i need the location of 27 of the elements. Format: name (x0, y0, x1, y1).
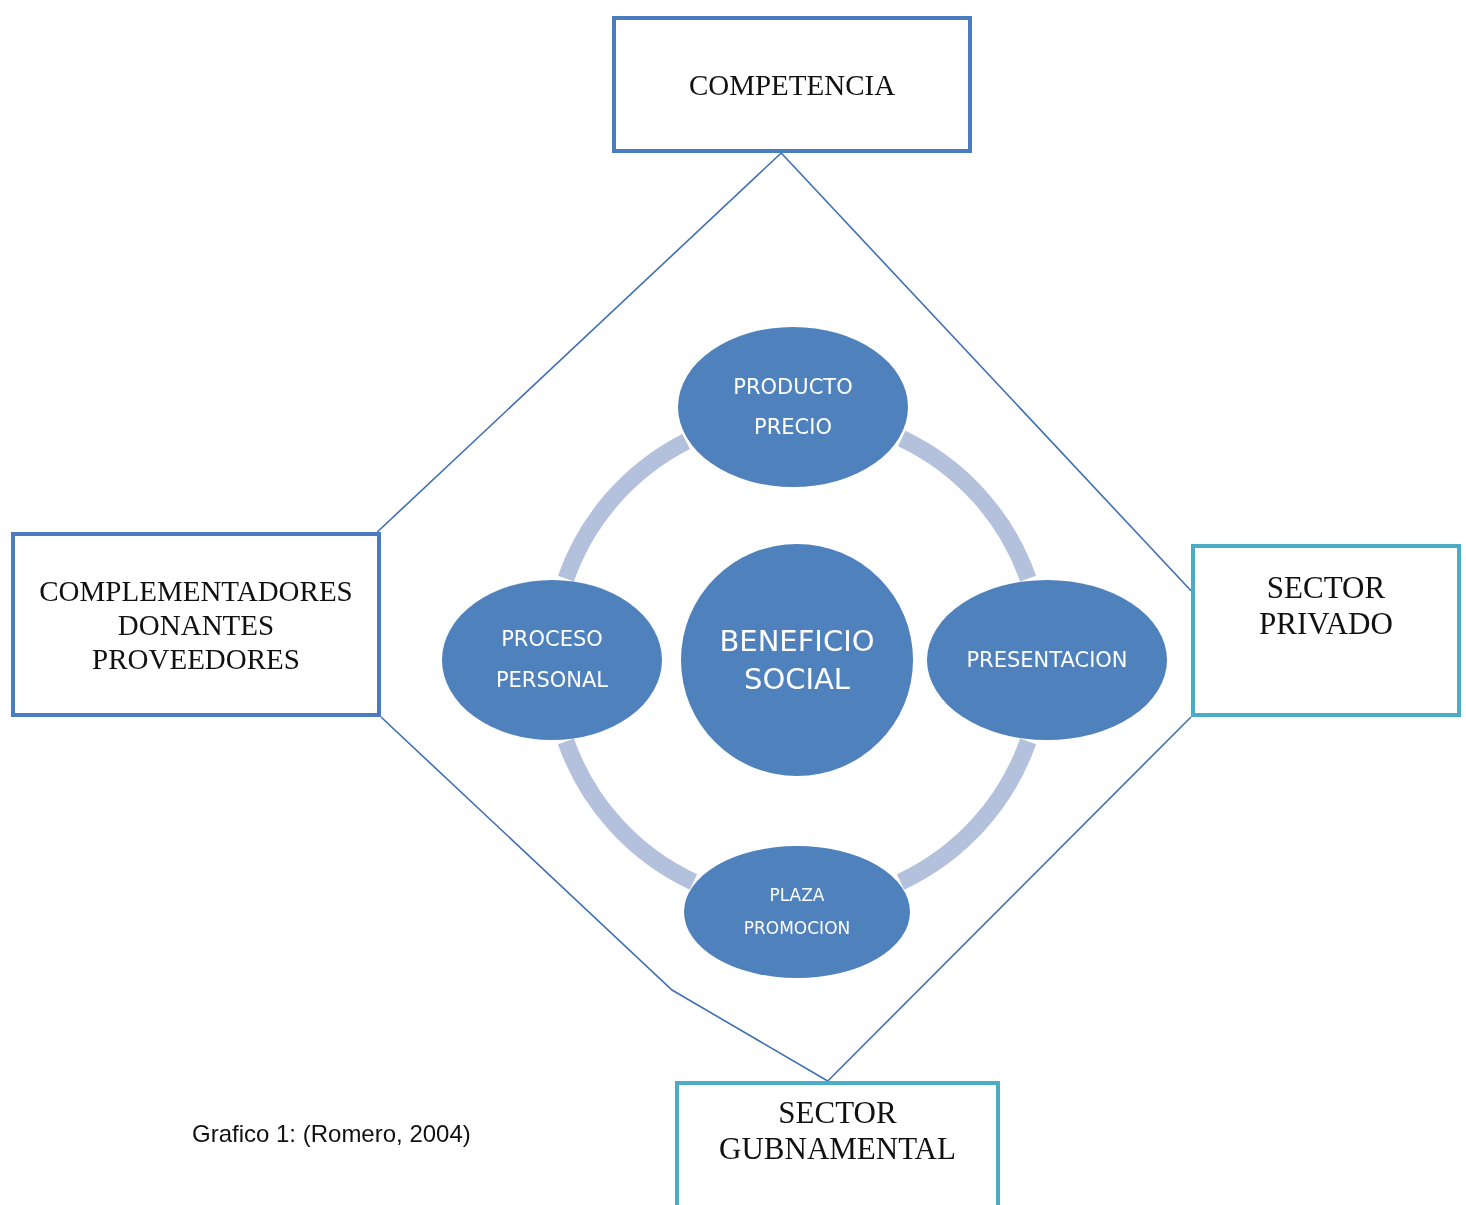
cycle-arc (897, 431, 1036, 582)
node-text: COMPLEMENTADORES (39, 573, 353, 608)
node-text: PROVEEDORES (92, 641, 300, 676)
connector-line (376, 152, 782, 533)
text-box (675, 1081, 1000, 1205)
text-box (1191, 544, 1461, 717)
node-text: PRODUCTO (733, 374, 853, 401)
text-box (11, 532, 381, 717)
node-text: COMPETENCIA (688, 67, 896, 102)
connector-line (780, 152, 1192, 592)
cycle-arc (558, 738, 698, 890)
node-text: DONANTES (117, 607, 275, 642)
cycle-arc (558, 434, 691, 582)
connector-line (380, 716, 829, 1082)
text-box (612, 16, 972, 153)
node-text: PLAZA (769, 884, 825, 907)
node-text: PERSONAL (495, 667, 609, 694)
cycle-arc (896, 738, 1036, 890)
node-text: SECTOR GUBNAMENTAL (718, 1095, 957, 1167)
node-text: BENEFICIO SOCIAL (718, 623, 876, 698)
node-text: PROMOCION (743, 917, 851, 940)
caption-text: Grafico 1: (Romero, 2004) (192, 1120, 471, 1148)
node-text: PRESENTACION (966, 647, 1128, 674)
node-text: PRECIO (754, 414, 832, 441)
connector-line (826, 716, 1192, 1082)
node-text: SECTOR PRIVADO (1258, 569, 1394, 642)
node-text: PROCESO (501, 626, 603, 653)
